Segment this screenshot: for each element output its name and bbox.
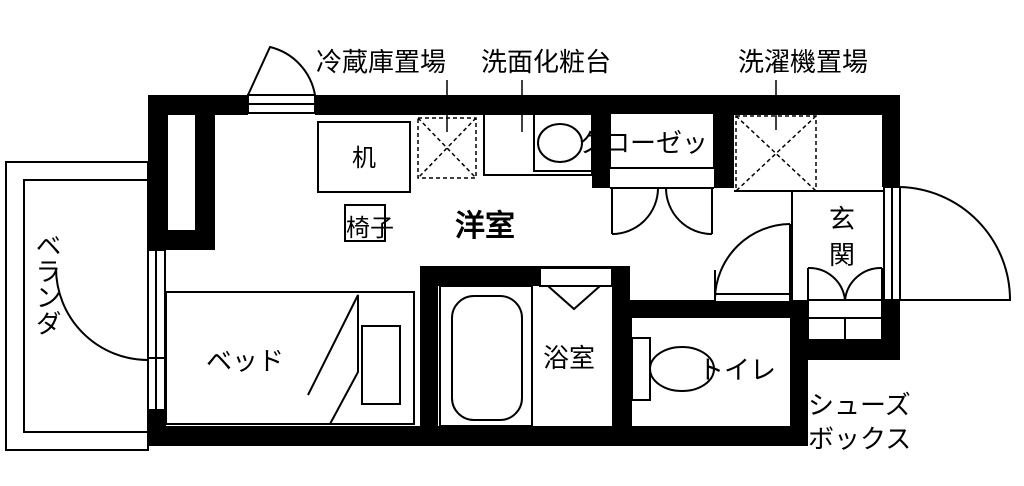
desk: 机 bbox=[317, 121, 411, 193]
bathroom-door bbox=[714, 223, 791, 303]
veranda-window bbox=[147, 249, 166, 411]
shoebox-label-2: ボックス bbox=[808, 425, 911, 455]
washer-space bbox=[735, 115, 817, 192]
bed-label: ベッド bbox=[206, 347, 284, 377]
vanity bbox=[483, 112, 593, 176]
bath-fittings bbox=[531, 267, 613, 426]
chair: 椅子 bbox=[344, 204, 394, 242]
fridge-label: 冷蔵庫置場 bbox=[316, 48, 446, 78]
closet-label: クローゼット bbox=[578, 129, 734, 159]
desk-label: 机 bbox=[352, 144, 376, 172]
bed bbox=[165, 291, 415, 425]
veranda-label: ベランダ bbox=[31, 232, 61, 336]
shoebox-label-1: シューズ bbox=[808, 391, 911, 421]
veranda bbox=[5, 161, 149, 451]
entrance-door bbox=[883, 186, 1012, 301]
partitions bbox=[734, 190, 884, 300]
entrance-label-2: 関 bbox=[829, 241, 855, 271]
closet bbox=[609, 112, 715, 235]
washer-label: 洗濯機置場 bbox=[738, 48, 868, 78]
top-door bbox=[247, 45, 316, 114]
vanity-label: 洗面化粧台 bbox=[481, 48, 611, 78]
bathtub bbox=[439, 285, 533, 427]
bathroom-label: 浴室 bbox=[543, 344, 595, 374]
walls bbox=[148, 95, 900, 446]
toilet-label: トイレ bbox=[698, 356, 776, 386]
toilet bbox=[631, 337, 715, 401]
entrance-label-1: 玄 bbox=[829, 205, 855, 235]
shoe-box bbox=[807, 266, 883, 341]
western-room-label: 洋室 bbox=[455, 209, 515, 244]
chair-label: 椅子 bbox=[346, 214, 394, 242]
